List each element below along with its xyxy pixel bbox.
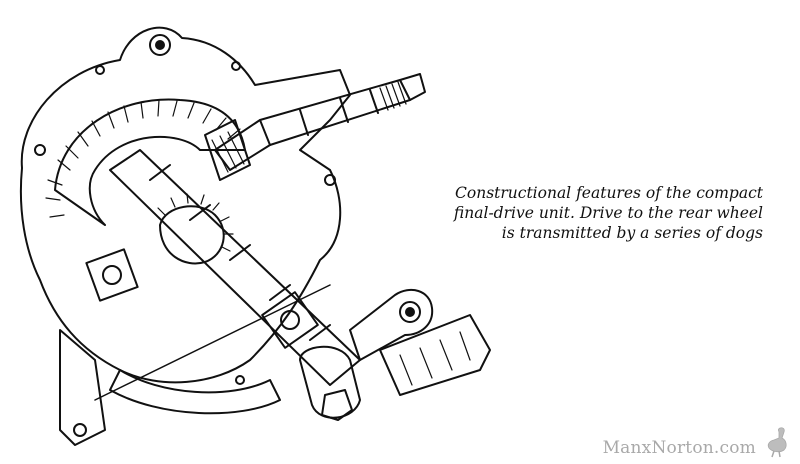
housing-outline xyxy=(19,26,351,384)
emu-bird-logo-icon xyxy=(767,427,787,458)
caption-line-3: is transmitted by a series of dogs xyxy=(501,224,763,242)
left-bearing xyxy=(85,248,139,302)
right-bearing xyxy=(261,291,319,349)
output-shaft xyxy=(109,149,361,386)
figure-caption: Constructional features of the compact f… xyxy=(418,183,763,243)
spur-gear xyxy=(159,205,225,265)
watermark: ManxNorton.com xyxy=(603,424,792,458)
pinion-shaft xyxy=(214,79,411,171)
top-lug-hole xyxy=(149,34,171,56)
dog-housing xyxy=(379,314,491,396)
caption-line-1: Constructional features of the compact xyxy=(455,184,763,202)
output-hub xyxy=(299,345,361,419)
watermark-text: ManxNorton.com xyxy=(602,438,756,458)
left-stay xyxy=(59,329,106,446)
final-drive-unit-drawing xyxy=(19,26,491,446)
bevel-pinion xyxy=(204,119,251,181)
caption-line-2: final-drive unit. Drive to the rear whee… xyxy=(453,204,763,222)
mounting-arm xyxy=(349,288,434,361)
bottom-flange xyxy=(109,369,281,415)
shaft-end xyxy=(399,73,426,101)
